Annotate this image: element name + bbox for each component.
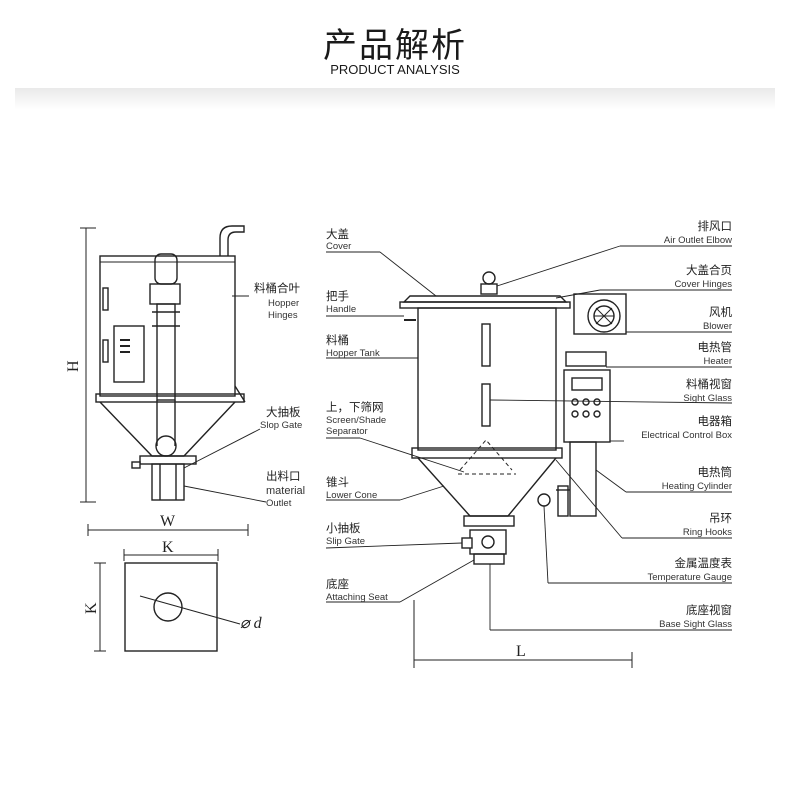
label-hopper-hinges-en1: Hopper	[268, 298, 299, 309]
label-base-sight-glass-cn: 底座视窗	[686, 603, 732, 617]
label-heater-en: Heater	[703, 356, 732, 367]
page-header: 产品解析 PRODUCT ANALYSIS	[0, 0, 790, 100]
dimension-width-label: W	[160, 513, 176, 530]
label-sight-glass-en: Sight Glass	[683, 393, 732, 404]
label-cover-hinges-en: Cover Hinges	[674, 279, 732, 290]
dimension-height-label: H	[65, 360, 82, 372]
label-heater-cn: 电热管	[698, 340, 733, 354]
label-air-outlet-elbow-en: Air Outlet Elbow	[664, 235, 732, 246]
base-plate-drawing	[94, 549, 241, 652]
label-screen-separator-en1: Screen/Shade	[326, 415, 386, 426]
page-subtitle: PRODUCT ANALYSIS	[330, 62, 460, 77]
label-cover-en: Cover	[326, 241, 351, 252]
label-screen-separator-cn: 上，下筛网	[326, 400, 384, 414]
header-divider-shadow	[15, 88, 775, 110]
label-lower-cone-cn: 锥斗	[326, 475, 349, 489]
label-slop-gate-en: Slop Gate	[260, 420, 302, 431]
label-slip-gate-cn: 小抽板	[326, 521, 361, 535]
dimension-k-top-label: K	[162, 539, 174, 556]
label-sight-glass-cn: 料桶视窗	[686, 377, 732, 391]
label-attaching-seat-en: Attaching Seat	[326, 592, 388, 603]
label-electrical-control-box-cn: 电器箱	[698, 414, 733, 428]
label-temperature-gauge-cn: 金属温度表	[675, 556, 733, 570]
left-machine-drawing	[80, 225, 249, 536]
page-title: 产品解析	[323, 26, 467, 66]
label-blower-en: Blower	[703, 321, 732, 332]
label-handle-en: Handle	[326, 304, 356, 315]
label-temperature-gauge-en: Temperature Gauge	[648, 572, 733, 583]
label-hopper-hinges-en2: Hinges	[268, 310, 298, 321]
label-material-outlet-cn: 出料口	[266, 469, 301, 483]
label-hopper-tank-en: Hopper Tank	[326, 348, 380, 359]
label-hopper-tank-cn: 料桶	[326, 333, 349, 347]
label-cover-hinges-cn: 大盖合页	[686, 263, 732, 277]
dimension-diameter-label: ⌀ d	[240, 615, 263, 632]
label-heating-cylinder-en: Heating Cylinder	[662, 481, 732, 492]
label-cover-cn: 大盖	[326, 227, 349, 241]
label-base-sight-glass-en: Base Sight Glass	[659, 619, 732, 630]
label-hopper-hinges-cn: 料桶合叶	[254, 281, 300, 295]
dimension-length-label: L	[516, 643, 526, 660]
label-material-outlet-en1: material	[266, 485, 305, 497]
label-slop-gate-cn: 大抽板	[266, 405, 301, 419]
label-air-outlet-elbow-cn: 排风口	[698, 219, 733, 233]
main-machine-drawing	[399, 271, 633, 668]
label-blower-cn: 风机	[709, 305, 732, 319]
label-ring-hooks-cn: 吊环	[709, 511, 732, 525]
label-lower-cone-en: Lower Cone	[326, 490, 377, 501]
dimension-k-side-label: K	[83, 602, 100, 614]
label-screen-separator-en2: Separator	[326, 426, 368, 437]
label-heating-cylinder-cn: 电热筒	[698, 465, 733, 479]
leader-lines	[183, 245, 733, 631]
label-ring-hooks-en: Ring Hooks	[683, 527, 732, 538]
label-attaching-seat-cn: 底座	[326, 577, 349, 591]
label-electrical-control-box-en: Electrical Control Box	[641, 430, 732, 441]
label-handle-cn: 把手	[326, 289, 349, 303]
label-slip-gate-en: Slip Gate	[326, 536, 365, 547]
label-material-outlet-en2: Outlet	[266, 498, 292, 509]
